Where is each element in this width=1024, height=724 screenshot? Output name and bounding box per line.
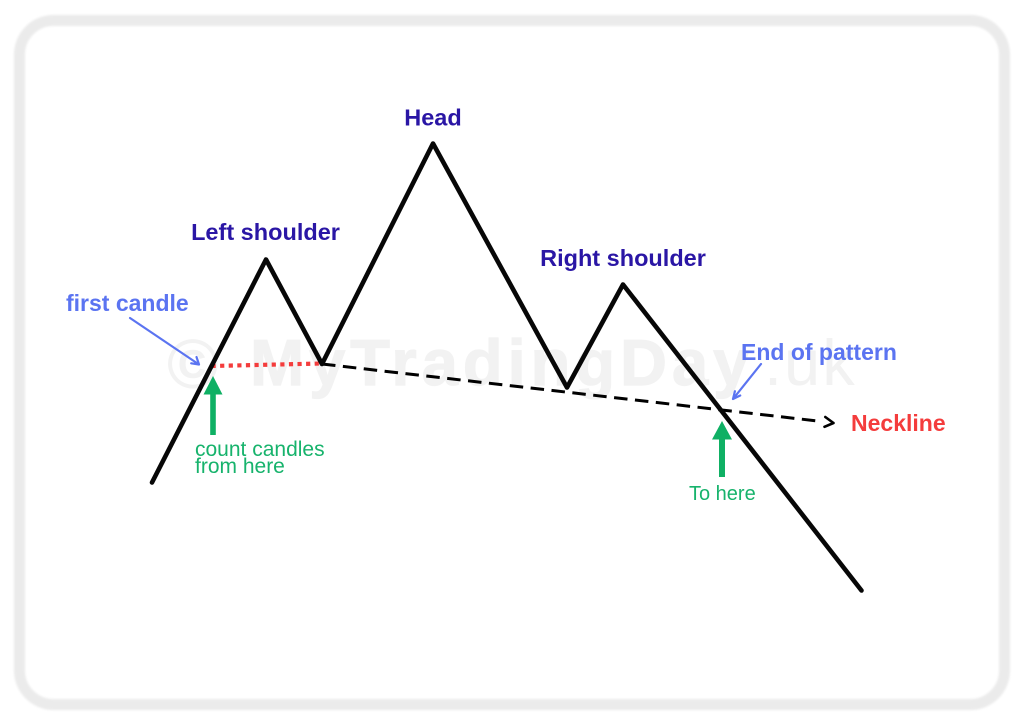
svg-text:from here: from here (195, 455, 285, 478)
svg-text:Head: Head (404, 105, 461, 131)
svg-text:count candles: count candles (195, 438, 325, 461)
svg-text:End of pattern: End of pattern (741, 339, 897, 365)
svg-text:To here: To here (689, 483, 756, 505)
svg-text:MyTradingDay: MyTradingDay (250, 326, 754, 399)
svg-text:first candle: first candle (66, 290, 189, 316)
svg-text:Left shoulder: Left shoulder (191, 219, 340, 245)
svg-text:Right shoulder: Right shoulder (540, 245, 706, 271)
svg-text:Neckline: Neckline (851, 410, 946, 436)
svg-text:.uk: .uk (764, 326, 857, 399)
